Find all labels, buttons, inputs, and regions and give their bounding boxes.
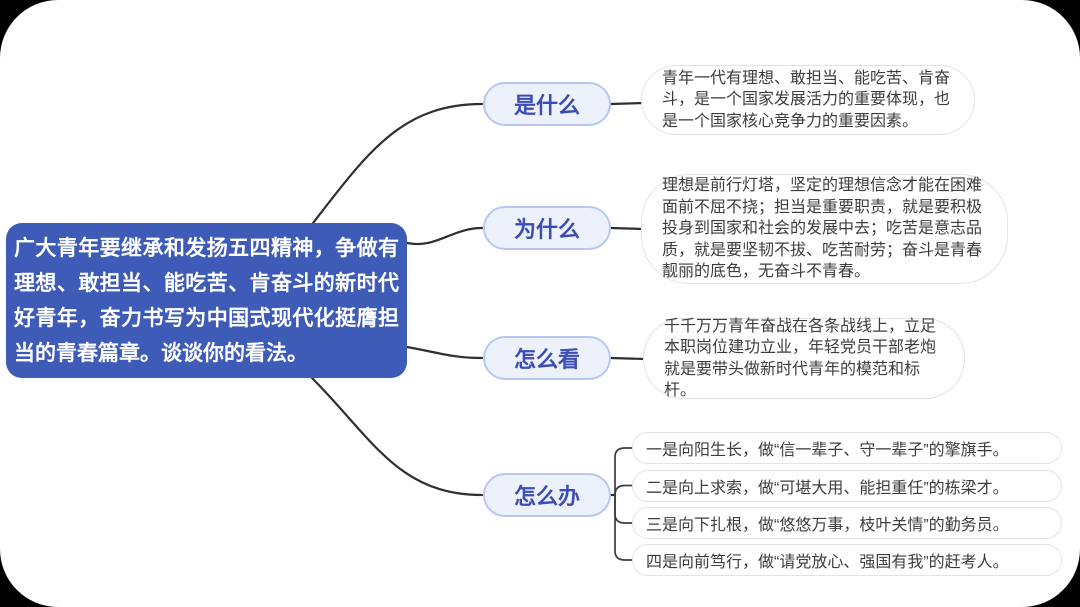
sub-item-bubble-2[interactable]: 二是向上求索，做“可堪大用、能担重任”的栋梁才。 [632, 469, 1062, 502]
sub-item-bubble-4[interactable]: 四是向前笃行，做“请党放心、强国有我”的赶考人。 [632, 544, 1062, 576]
branch-node-what[interactable]: 是什么 [483, 82, 611, 126]
content-bubble-what[interactable]: 青年一代有理想、敢担当、能吃苦、肯奋斗，是一个国家发展活力的重要体现，也是一个国… [641, 65, 975, 135]
sub-item-bubble-3[interactable]: 三是向下扎根，做“悠悠万事，枝叶关情”的勤务员。 [632, 507, 1062, 539]
branch-node-why[interactable]: 为什么 [483, 206, 611, 250]
content-bubble-view[interactable]: 千千万万青年奋战在各条战线上，立足本职岗位建功立业，年轻党员干部老炮就是要带头做… [643, 318, 965, 399]
content-bubble-why[interactable]: 理想是前行灯塔，坚定的理想信念才能在困难面前不屈不挠；担当是重要职责，就是要积极… [641, 174, 1008, 284]
branch-node-how[interactable]: 怎么办 [483, 473, 611, 517]
central-topic-node[interactable]: 广大青年要继承和发扬五四精神，争做有理想、敢担当、能吃苦、肯奋斗的新时代好青年，… [6, 223, 407, 378]
sub-item-bubble-1[interactable]: 一是向阳生长，做“信一辈子、守一辈子”的擎旗手。 [632, 432, 1062, 464]
branch-node-view[interactable]: 怎么看 [483, 336, 611, 380]
